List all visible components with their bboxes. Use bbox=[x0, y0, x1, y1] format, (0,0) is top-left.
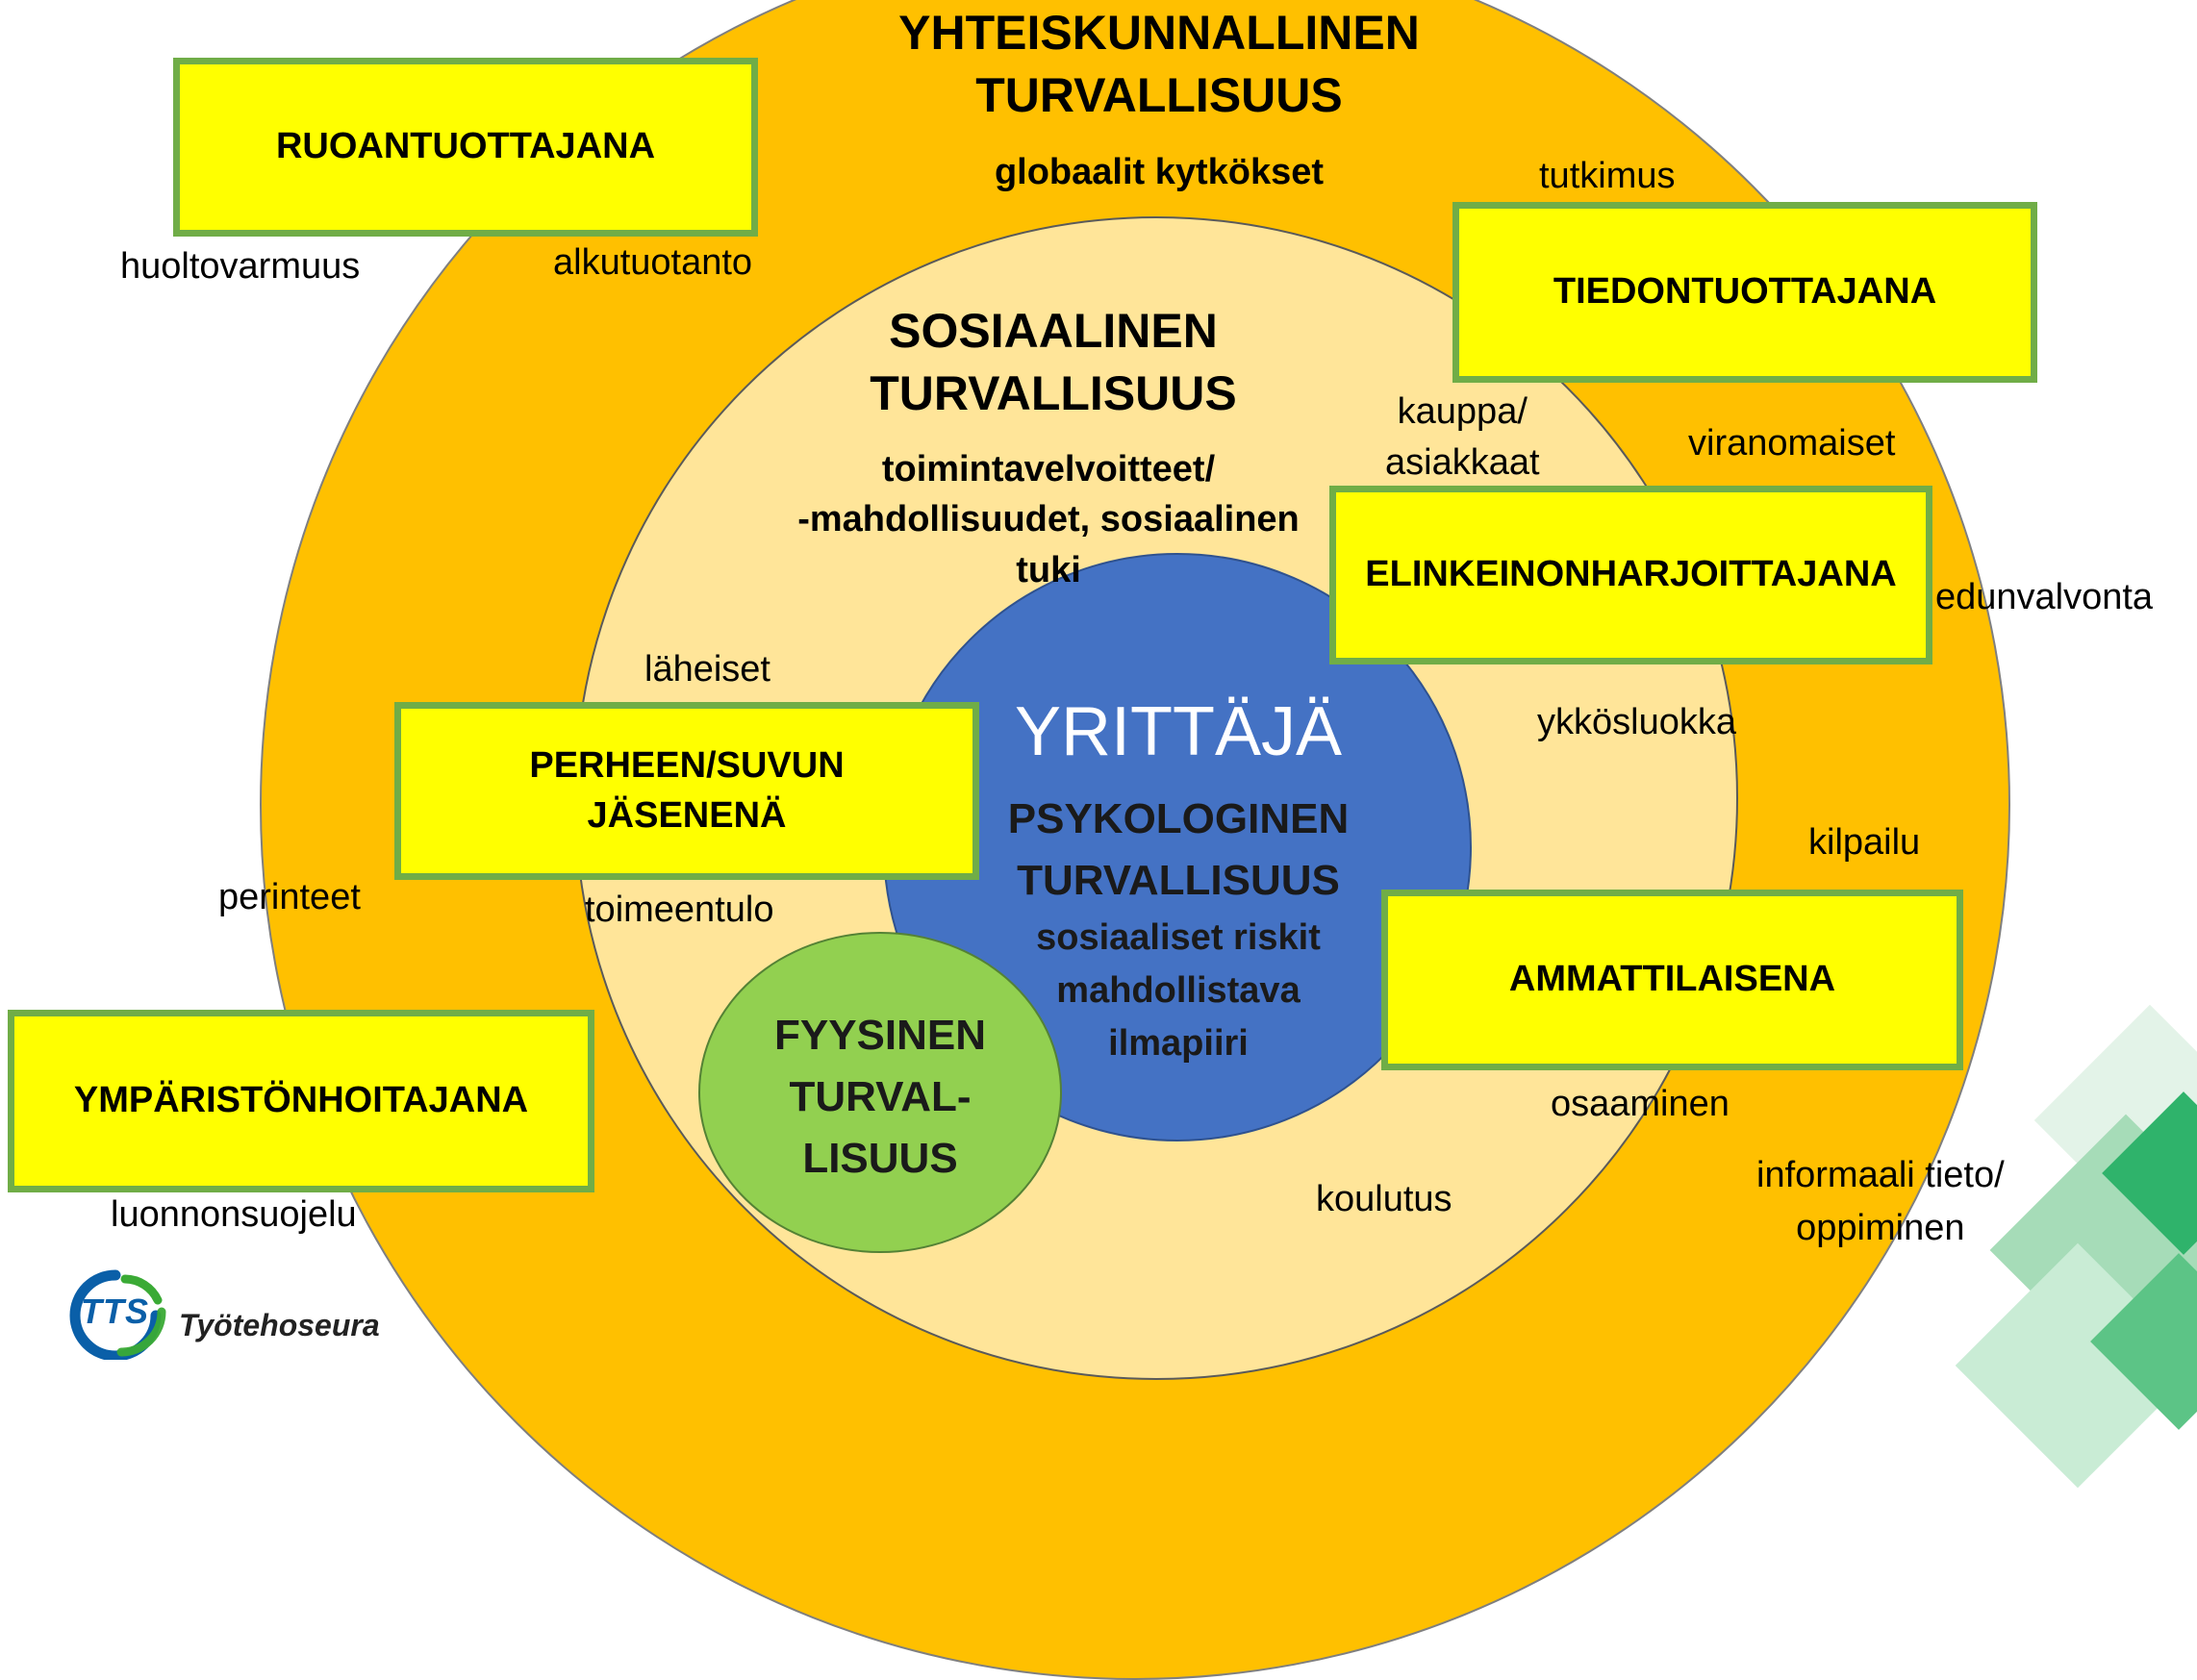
physical-line1: FYYSINEN bbox=[773, 1012, 987, 1059]
keyword-alkutuotanto: alkutuotanto bbox=[553, 242, 753, 283]
role-box-knowledge-producer: TIEDONTUOTTAJANA bbox=[1452, 202, 2037, 383]
role-family-line2: JÄSENENÄ bbox=[587, 794, 787, 836]
keyword-ykkosluokka: ykkösluokka bbox=[1537, 702, 1736, 742]
tts-logo-mark: TTS bbox=[81, 1291, 149, 1331]
core-title: PSYKOLOGINEN TURVALLISUUS bbox=[952, 789, 1404, 912]
core-title-line1: PSYKOLOGINEN bbox=[1007, 795, 1350, 842]
keyword-luonnonsuojelu: luonnonsuojelu bbox=[111, 1194, 357, 1235]
core-sub-line1: sosiaaliset riskit bbox=[1036, 917, 1321, 958]
tts-logo-name: Työtehoseura bbox=[179, 1308, 380, 1342]
core-subtitle: sosiaaliset riskit mahdollistava ilmapii… bbox=[952, 912, 1404, 1070]
core-title-line2: TURVALLISUUS bbox=[1017, 856, 1340, 904]
physical-line2: TURVAL- bbox=[789, 1072, 972, 1120]
role-box-professional: AMMATTILAISENA bbox=[1381, 890, 1963, 1070]
keyword-perinteet: perinteet bbox=[218, 877, 361, 917]
role-box-business-owner: ELINKEINONHARJOITTAJANA bbox=[1329, 486, 1932, 664]
keyword-kilpailu: kilpailu bbox=[1808, 822, 1921, 863]
outer-ring-title: YHTEISKUNNALLINEN TURVALLISUUS bbox=[846, 2, 1472, 127]
keyword-kauppa-line2: asiakkaat bbox=[1385, 442, 1540, 484]
tts-logo: TTS Työtehoseura bbox=[56, 1267, 431, 1360]
outer-title-line2: TURVALLISUUS bbox=[975, 68, 1343, 122]
role-food-label: RUOANTUOTTAJANA bbox=[275, 126, 656, 167]
keyword-edunvalvonta: edunvalvonta bbox=[1935, 577, 2154, 617]
physical-security-circle bbox=[698, 932, 1062, 1253]
middle-ring-subtitle: toimintavelvoitteet/ -mahdollisuudet, so… bbox=[750, 444, 1347, 595]
role-environment-label: YMPÄRISTÖNHOITAJANA bbox=[73, 1080, 529, 1121]
middle-title-line1: SOSIAALINEN bbox=[889, 304, 1218, 358]
keyword-kauppa-line1: kauppa/ bbox=[1397, 391, 1528, 432]
physical-line3: LISUUS bbox=[802, 1134, 958, 1182]
keyword-informaali-line2: oppiminen bbox=[1796, 1208, 1965, 1249]
role-box-family-member: PERHEEN/SUVUN JÄSENENÄ bbox=[394, 702, 979, 880]
outer-title-line1: YHTEISKUNNALLINEN bbox=[898, 6, 1420, 60]
middle-title-line2: TURVALLISUUS bbox=[870, 366, 1237, 420]
role-business-label: ELINKEINONHARJOITTAJANA bbox=[1365, 554, 1897, 595]
role-knowledge-label: TIEDONTUOTTAJANA bbox=[1553, 271, 1937, 313]
tts-logo-icon bbox=[69, 1269, 166, 1360]
keyword-informaali: informaali tieto/ oppiminen bbox=[1756, 1149, 2005, 1255]
keyword-kauppa: kauppa/ asiakkaat bbox=[1385, 387, 1540, 489]
middle-subtitle-line3: tuki bbox=[1016, 549, 1081, 590]
middle-subtitle-line1: toimintavelvoitteet/ bbox=[881, 449, 1216, 489]
middle-subtitle-line2: -mahdollisuudet, sosiaalinen bbox=[797, 499, 1300, 540]
keyword-huoltovarmuus: huoltovarmuus bbox=[120, 246, 361, 287]
core-sub-line2: mahdollistava bbox=[1056, 970, 1301, 1012]
outer-ring-subtitle: globaalit kytkökset bbox=[994, 152, 1325, 192]
keyword-tutkimus: tutkimus bbox=[1539, 156, 1676, 196]
keyword-toimeentulo: toimeentulo bbox=[585, 890, 774, 930]
middle-ring-title: SOSIAALINEN TURVALLISUUS bbox=[765, 300, 1342, 425]
role-family-line1: PERHEEN/SUVUN bbox=[529, 745, 845, 787]
keyword-osaaminen: osaaminen bbox=[1551, 1084, 1730, 1124]
keyword-informaali-line1: informaali tieto/ bbox=[1756, 1155, 2005, 1195]
core-name: YRITTÄJÄ bbox=[1014, 693, 1343, 770]
physical-security-label: FYYSINEN TURVAL- LISUUS bbox=[731, 1005, 1029, 1189]
keyword-koulutus: koulutus bbox=[1316, 1179, 1452, 1219]
keyword-viranomaiset: viranomaiset bbox=[1688, 423, 1896, 464]
keyword-laheiset: läheiset bbox=[644, 649, 770, 690]
role-box-food-producer: RUOANTUOTTAJANA bbox=[173, 58, 758, 237]
role-box-environment-keeper: YMPÄRISTÖNHOITAJANA bbox=[8, 1010, 594, 1192]
role-professional-label: AMMATTILAISENA bbox=[1508, 959, 1836, 1000]
core-sub-line3: ilmapiiri bbox=[1108, 1023, 1249, 1065]
